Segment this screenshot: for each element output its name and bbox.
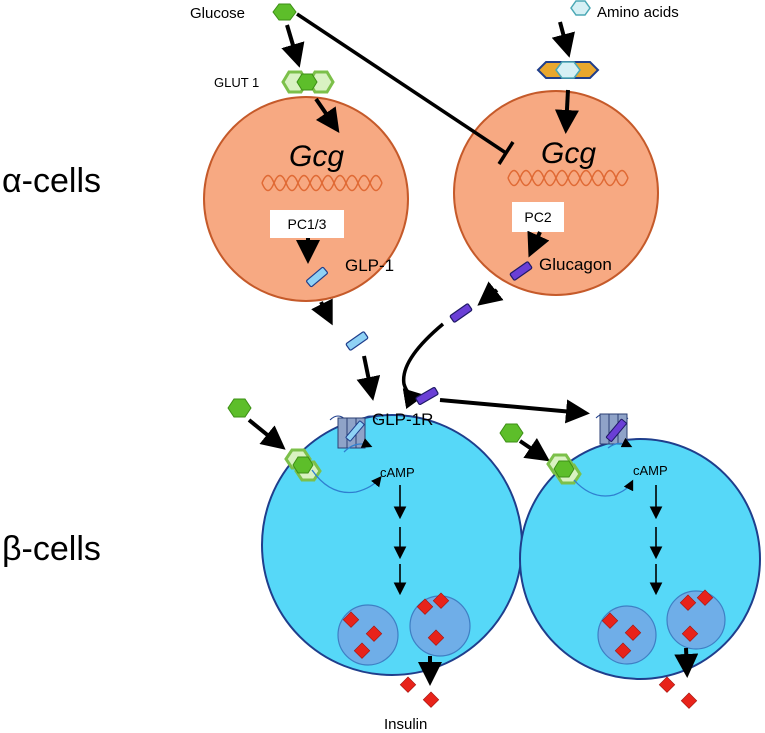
camp-right-label: cAMP <box>633 463 668 478</box>
pc2-label: PC2 <box>524 209 551 225</box>
glucose-label: Glucose <box>190 5 245 22</box>
insulin-label: Insulin <box>384 716 427 733</box>
arrow-glp1-exit <box>311 298 333 326</box>
inhibition-bar <box>497 141 515 165</box>
signal-curve-glucose-right <box>573 479 634 497</box>
signal-curve-receptor-right <box>607 437 633 449</box>
amino-acid-receptor-icon <box>536 61 600 79</box>
insulin-diamonds-left <box>342 592 450 659</box>
insulin-granule-right-1 <box>597 605 657 665</box>
glut-transporter-beta-left-icon <box>284 448 322 482</box>
pc13-box <box>270 210 344 238</box>
pc2-box <box>512 202 564 232</box>
arrow-glp1-to-glp1r <box>356 355 381 401</box>
beta-cells-label: β-cells <box>2 530 101 568</box>
glucagon-label: Glucagon <box>539 255 612 274</box>
glucagon-secreted-icon <box>449 303 473 323</box>
glucose-beta-right-icon <box>499 423 524 443</box>
glut-transporter-beta-right-icon <box>546 453 582 485</box>
gcg-gene-right-label: Gcg <box>541 137 596 170</box>
signal-curve-glucose-left <box>311 469 382 494</box>
arrow-glucagon-exit <box>477 281 504 306</box>
glucagon-peptide-icon <box>509 261 533 281</box>
arrow-glucagon-to-glp1r <box>401 322 445 409</box>
arrow-glucose-to-glut1 <box>281 24 305 68</box>
arrow-glucose-to-beta-right <box>518 437 550 462</box>
glp1r-left-receptor-icon <box>329 415 379 449</box>
alpha-cells-label: α-cells <box>2 162 101 200</box>
insulin-secreted-right <box>658 676 698 709</box>
pc13-label: PC1/3 <box>288 216 327 232</box>
amino-acid-hexagon-icon <box>570 0 591 16</box>
amino-acids-label: Amino acids <box>597 4 679 21</box>
arrow-receptor-to-gcg-right <box>554 89 579 134</box>
glp1-label: GLP-1 <box>345 256 394 275</box>
glut1-label: GLUT 1 <box>214 75 259 90</box>
alpha-cell-right <box>453 90 659 296</box>
dna-helix-left <box>261 174 383 192</box>
glp1-secreted-icon <box>345 331 369 351</box>
glucose-beta-left-icon <box>227 398 252 418</box>
glut1-transporter-icon <box>281 70 335 94</box>
signal-curve-glp1r-left <box>343 438 373 453</box>
insulin-granule-right-2 <box>666 590 726 650</box>
glucagon-bound-icon <box>415 386 439 406</box>
insulin-secreted-left <box>399 676 440 708</box>
glucose-inhibition-line <box>296 12 507 155</box>
arrow-glucose-to-beta-left <box>247 418 286 450</box>
glp1-peptide-icon <box>306 266 328 288</box>
camp-left-label: cAMP <box>380 465 415 480</box>
gcg-gene-left-label: Gcg <box>289 140 344 173</box>
arrow-pc2-to-glucagon <box>527 230 550 258</box>
arrow-glucagon-to-right-beta <box>439 398 590 424</box>
glucose-hexagon-icon <box>272 3 297 21</box>
alpha-cell-left <box>203 96 409 302</box>
glp1r-label: GLP-1R <box>372 410 433 429</box>
dna-helix-right <box>507 169 629 187</box>
arrow-insulin-release-right <box>674 647 699 678</box>
arrow-glut1-to-gcg <box>314 97 340 133</box>
arrow-amino-acids-to-receptor <box>551 21 575 58</box>
insulin-diamonds-right <box>601 589 714 659</box>
glp1r-right-receptor-icon <box>595 413 629 445</box>
